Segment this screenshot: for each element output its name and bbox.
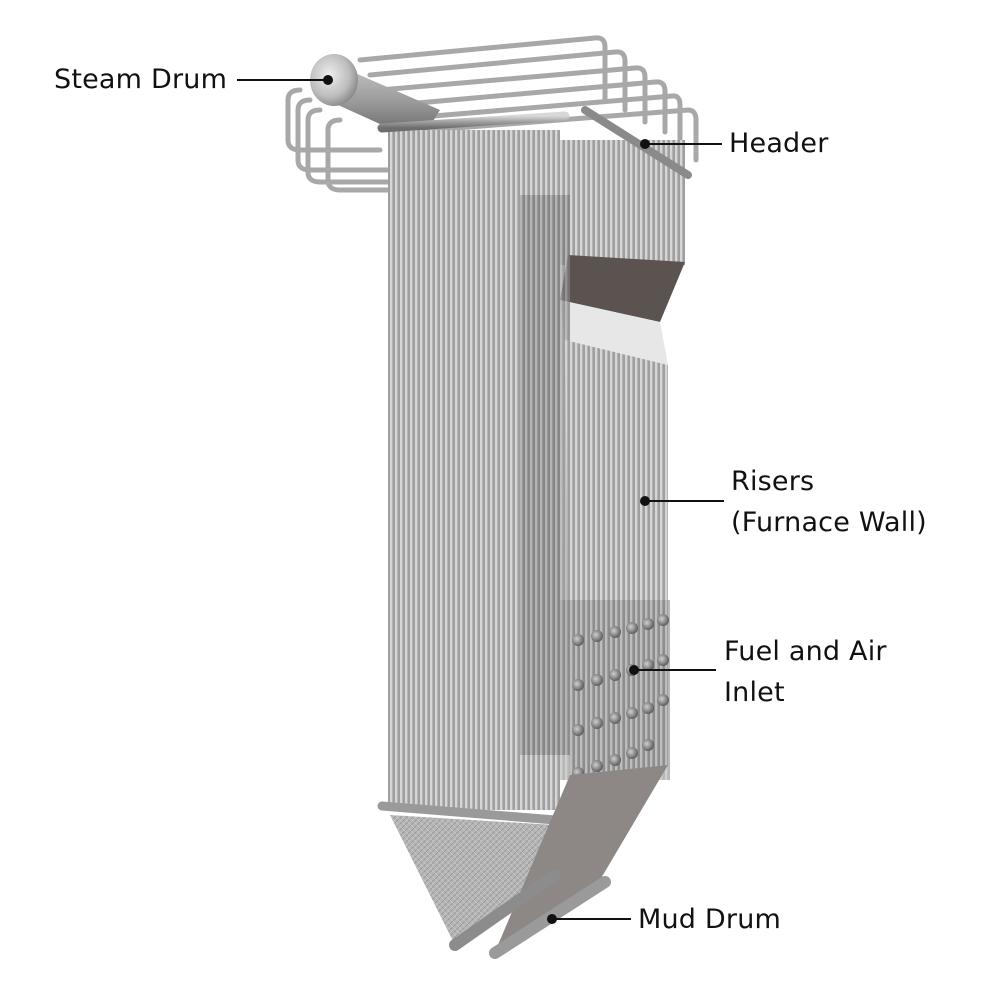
pointer-header xyxy=(640,139,650,149)
pointer-steam-drum xyxy=(323,75,333,85)
header-pipes xyxy=(377,106,692,825)
pointer-fuel-air-inlet xyxy=(629,665,639,675)
label-risers-sub: (Furnace Wall) xyxy=(731,507,927,538)
hopper-right xyxy=(495,765,668,952)
baffle xyxy=(560,255,685,322)
label-header: Header xyxy=(729,128,829,159)
label-fuel-air-inlet-sub: Inlet xyxy=(724,677,785,708)
label-mud-drum: Mud Drum xyxy=(638,904,782,935)
pointer-risers xyxy=(640,496,650,506)
leader-mud-drum xyxy=(553,918,631,920)
label-fuel-air-inlet: Fuel and Air xyxy=(724,636,887,667)
leader-fuel-air-inlet xyxy=(636,669,716,671)
top-loop-pipes xyxy=(285,35,699,193)
baffle-underside xyxy=(560,300,668,365)
leader-steam-drum xyxy=(237,79,329,81)
fuel-air-nozzles xyxy=(572,614,669,779)
pointer-mud-drum xyxy=(547,914,557,924)
hopper-left xyxy=(390,815,555,945)
label-steam-drum: Steam Drum xyxy=(54,64,228,95)
leader-header xyxy=(646,143,722,145)
leader-risers xyxy=(646,500,724,502)
label-risers: Risers xyxy=(731,466,815,497)
